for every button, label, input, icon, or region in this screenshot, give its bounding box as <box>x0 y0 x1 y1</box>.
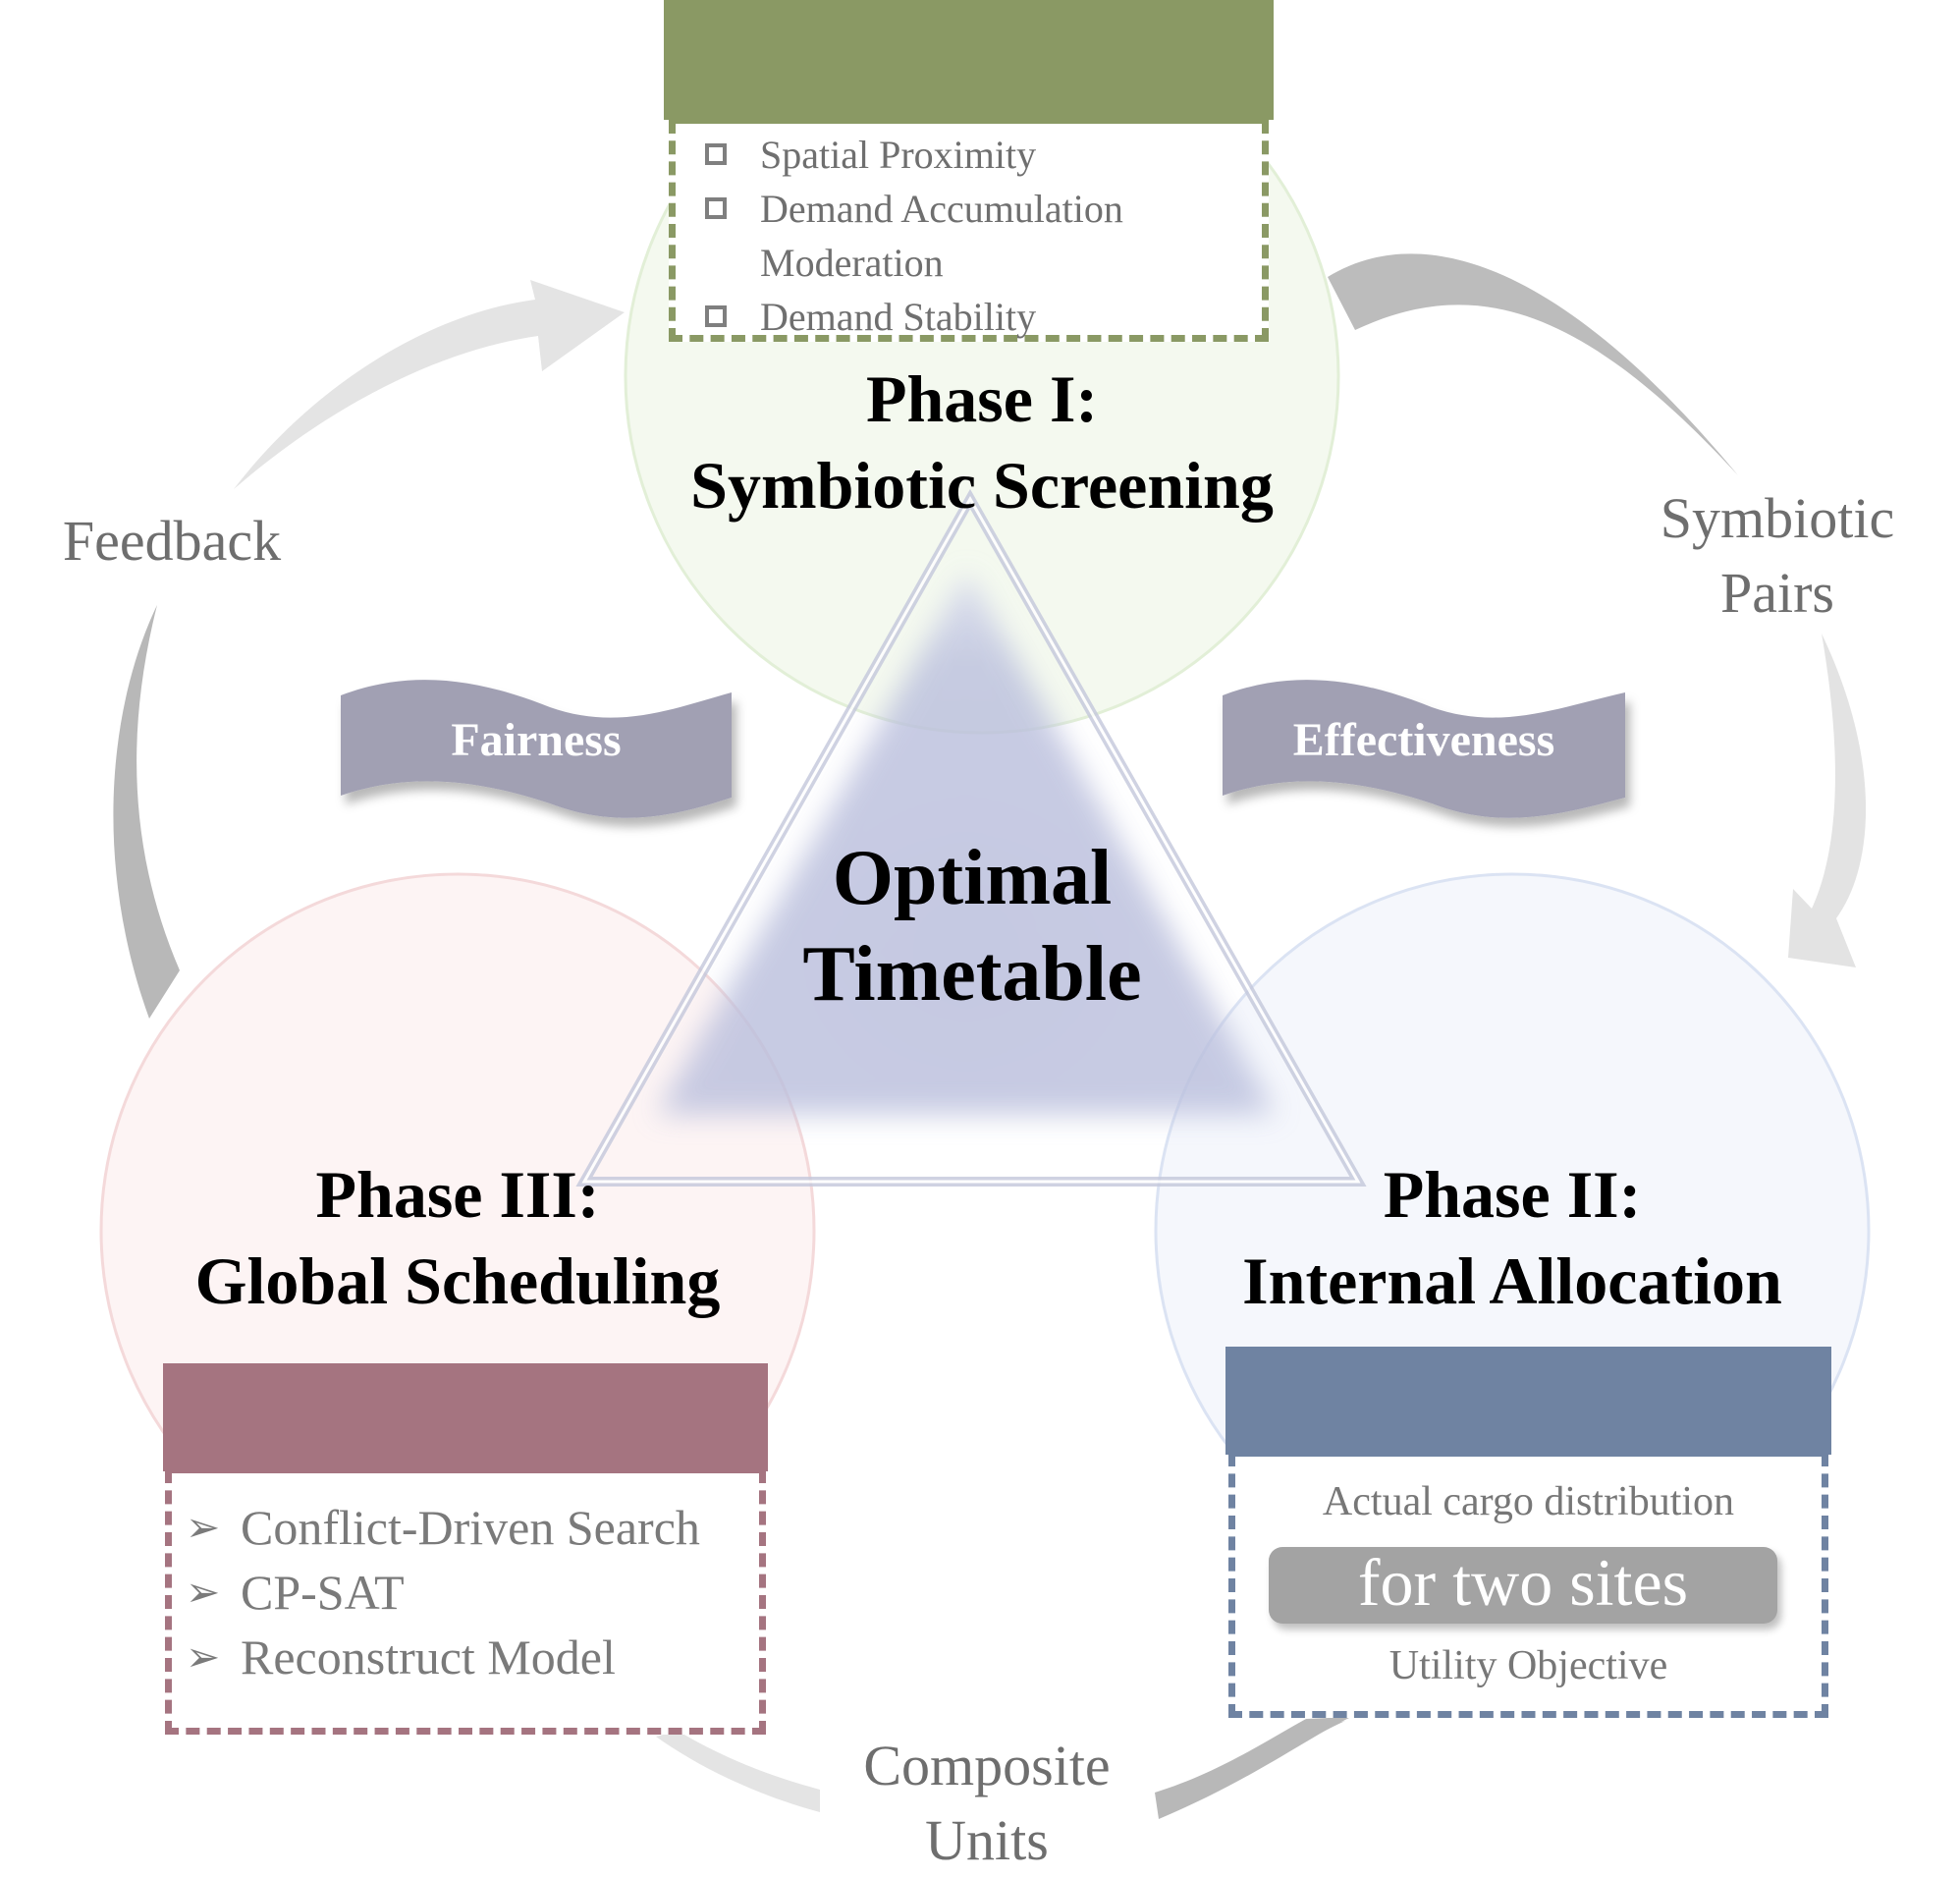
effectiveness-label: Effectiveness <box>1292 714 1555 766</box>
phase3-title-line2: Global Scheduling <box>194 1243 721 1318</box>
feedback-arrow-lower <box>113 605 180 1019</box>
phase1-title-line2: Symbiotic Screening <box>690 448 1274 523</box>
phase1-criteria-box: Spatial Proximity Demand Accumulation Mo… <box>669 120 1269 342</box>
list-item: ➢Conflict-Driven Search <box>186 1495 759 1560</box>
composite-arrow-left <box>656 1731 820 1812</box>
phase2-line-bottom: Utility Objective <box>1388 1643 1668 1688</box>
list-item: Spatial Proximity <box>701 128 1262 182</box>
square-checkbox-icon <box>705 143 727 165</box>
phase2-title: Phase II: Internal Allocation <box>1178 1151 1846 1324</box>
composite-units-label: Composite Units <box>863 1734 1111 1872</box>
feedback-label: Feedback <box>62 509 282 573</box>
phase2-box-header <box>1225 1347 1831 1455</box>
fairness-label: Fairness <box>451 714 622 766</box>
arrowhead-bullet-icon: ➢ <box>186 1503 221 1551</box>
phase1-title-line1: Phase I: <box>865 361 1099 436</box>
phase3-methods-box: ➢Conflict-Driven Search ➢CP-SAT ➢Reconst… <box>165 1469 766 1735</box>
list-item: Demand Stability <box>701 290 1262 344</box>
phase3-title: Phase III: Global Scheduling <box>134 1151 782 1324</box>
center-title-line1: Optimal <box>832 835 1113 921</box>
center-triangle <box>575 488 1367 1187</box>
phase2-line-top: Actual cargo distribution <box>1322 1479 1735 1524</box>
symbiotic-arrow-lower <box>1788 634 1867 967</box>
symbiotic-pairs-label: Symbiotic Pairs <box>1660 486 1895 625</box>
phase1-box-header <box>664 0 1274 120</box>
feedback-arrow-upper <box>234 280 625 489</box>
phase3-methods-list: ➢Conflict-Driven Search ➢CP-SAT ➢Reconst… <box>186 1495 759 1689</box>
list-item: Demand Accumulation <box>701 182 1262 236</box>
phase3-box-header <box>163 1363 768 1471</box>
list-item: Moderation <box>760 241 944 285</box>
composite-arrow-right-body <box>1155 1717 1351 1819</box>
phase2-pill <box>1269 1547 1777 1624</box>
fairness-banner <box>341 680 732 818</box>
center-title: Optimal Timetable <box>727 830 1218 1022</box>
phase3-title-line1: Phase III: <box>315 1157 600 1232</box>
arrowhead-bullet-icon: ➢ <box>186 1632 221 1681</box>
phase2-title-line1: Phase II: <box>1383 1157 1642 1232</box>
list-item: ➢CP-SAT <box>186 1560 759 1625</box>
symbiotic-arrow-upper <box>1328 253 1738 475</box>
square-checkbox-icon <box>705 305 727 327</box>
center-title-line2: Timetable <box>802 931 1142 1018</box>
phase1-criteria-list: Spatial Proximity Demand Accumulation Mo… <box>701 128 1262 344</box>
effectiveness-banner <box>1223 680 1625 818</box>
phase2-title-line2: Internal Allocation <box>1242 1243 1782 1318</box>
square-checkbox-icon <box>705 197 727 219</box>
phase2-pill-text: for two sites <box>1357 1545 1689 1620</box>
arrowhead-bullet-icon: ➢ <box>186 1568 221 1616</box>
list-item: ➢Reconstruct Model <box>186 1625 759 1689</box>
phase1-title: Phase I: Symbiotic Screening <box>609 356 1355 528</box>
